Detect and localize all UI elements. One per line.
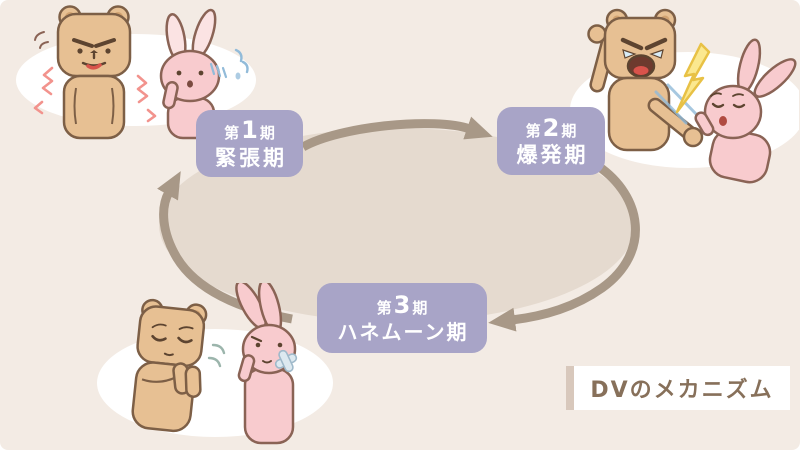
honeymoon-scene-illustration bbox=[97, 283, 333, 445]
tension-scene-illustration bbox=[16, 5, 256, 140]
title-accent-bar bbox=[566, 366, 574, 410]
period-suffix: 期 bbox=[259, 124, 275, 143]
stage3-name: ハネムーン期 bbox=[337, 319, 469, 344]
stage2-name: 爆発期 bbox=[516, 143, 589, 168]
bandage-icon bbox=[274, 349, 298, 373]
sigh-marks bbox=[207, 343, 226, 368]
stage1-name: 緊張期 bbox=[215, 145, 287, 170]
diagram-title: DVのメカニズム bbox=[574, 366, 790, 410]
period-number: 2 bbox=[542, 113, 560, 142]
period-prefix: 第 bbox=[525, 121, 541, 140]
sweat-drops-icon bbox=[234, 48, 249, 74]
stress-lines bbox=[209, 62, 228, 79]
period-number: 1 bbox=[241, 116, 258, 145]
period-number: 3 bbox=[393, 291, 411, 320]
shouting-bear-icon bbox=[587, 8, 704, 152]
tremble-marks bbox=[34, 31, 49, 49]
period-suffix: 期 bbox=[561, 121, 577, 140]
explosion-scene-illustration bbox=[570, 8, 799, 184]
period-suffix: 期 bbox=[412, 299, 428, 318]
shock-flash-icon bbox=[675, 42, 711, 114]
arrow-stage2-to-stage3 bbox=[488, 162, 640, 332]
hurt-skeptical-rabbit-icon bbox=[235, 283, 298, 445]
period-prefix: 第 bbox=[376, 299, 392, 318]
flinching-rabbit-icon bbox=[694, 38, 797, 184]
arrow-stage1-to-stage2 bbox=[300, 116, 493, 151]
apologizing-bear-icon bbox=[131, 298, 208, 433]
diagram-title-box: DVのメカニズム bbox=[566, 366, 790, 410]
period-prefix: 第 bbox=[224, 124, 240, 143]
angry-bear-icon bbox=[33, 5, 157, 140]
tension-squiggle-marks bbox=[33, 66, 157, 123]
